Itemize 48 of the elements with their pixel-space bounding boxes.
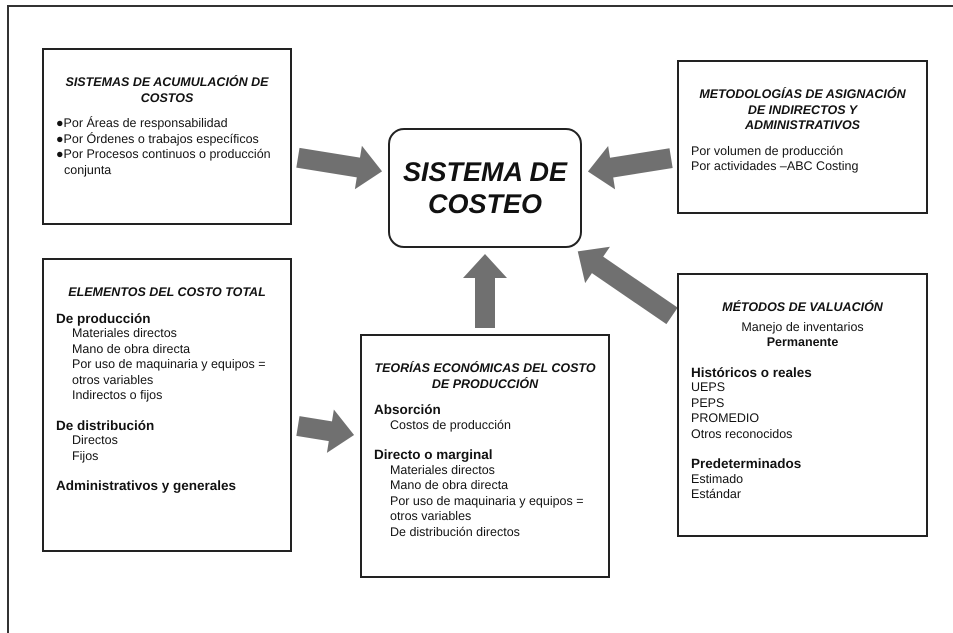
list-item: Otros reconocidos — [691, 426, 794, 442]
section-heading: Absorción — [374, 402, 442, 418]
block-arrow — [296, 146, 382, 190]
block-arrow — [296, 409, 354, 453]
block-arrow — [463, 254, 507, 328]
subheading-text: Manejo de inventarios — [740, 320, 865, 335]
list-item: Por volumen de producción — [691, 144, 844, 159]
list-item: Materiales directos — [389, 462, 496, 478]
text-box — [42, 258, 292, 552]
rounded-box — [388, 128, 582, 248]
section-heading: De producción — [56, 310, 152, 326]
list-item: Fijos — [71, 448, 100, 464]
list-item: Mano de obra directa — [71, 342, 192, 357]
text-box — [42, 48, 292, 225]
text-box — [360, 334, 610, 578]
list-item: Estimado — [691, 472, 744, 487]
list-item: De distribución directos — [389, 524, 521, 540]
bullet-item: ●Por Procesos continuos o producción conjunta — [56, 147, 272, 178]
list-item: Directos — [71, 433, 119, 448]
list-item: Por actividades –ABC Costing — [691, 159, 860, 174]
block-arrow — [588, 146, 673, 190]
box-heading: MÉTODOS DE VALUACIÓN — [721, 300, 884, 316]
list-item: PEPS — [691, 396, 726, 411]
box-heading: ELEMENTOS DEL COSTO TOTAL — [67, 285, 267, 300]
box-heading: METODOLOGÍAS DE ASIGNACIÓN DE INDIRECTOS Y ADMINISTRATIVOS — [698, 87, 907, 134]
section-heading: Predeterminados — [691, 456, 802, 472]
list-item: UEPS — [691, 380, 726, 396]
list-item: Por uso de maquinaria y equipos = otros variables — [389, 494, 585, 524]
bullet-item: ●Por Órdenes o trabajos específicos — [56, 132, 260, 147]
box-heading: SISTEMAS DE ACUMULACIÓN DE COSTOS — [64, 75, 270, 106]
box-heading: TEORÍAS ECONÓMICAS DEL COSTO DE PRODUCCIÓN — [374, 361, 596, 392]
list-item: Estándar — [691, 487, 742, 502]
block-arrow — [578, 246, 678, 324]
list-item: Costos de producción — [389, 418, 512, 433]
list-item: PROMEDIO — [691, 411, 760, 426]
section-heading: Históricos o reales — [691, 364, 813, 380]
subheading-text: Permanente — [766, 335, 840, 350]
list-item: Materiales directos — [71, 326, 178, 342]
section-heading: Directo o marginal — [374, 447, 494, 462]
title-text: SISTEMA DE COSTEO — [402, 156, 569, 220]
bullet-item: ●Por Áreas de responsabilidad — [56, 116, 229, 132]
list-item: Por uso de maquinaria y equipos = otros variables — [71, 357, 267, 388]
section-heading: De distribución — [56, 418, 156, 433]
list-item: Mano de obra directa — [389, 478, 510, 494]
section-heading: Administrativos y generales — [56, 478, 238, 494]
list-item: Indirectos o fijos — [71, 388, 164, 404]
text-box — [677, 273, 928, 537]
text-box — [677, 60, 928, 214]
